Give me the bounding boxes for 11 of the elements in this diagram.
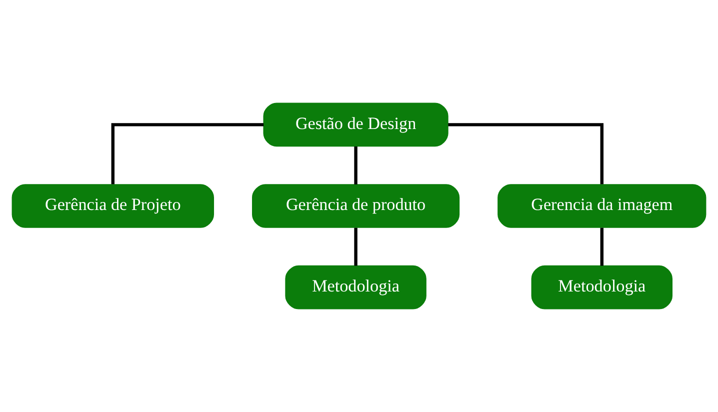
connector xyxy=(600,228,604,266)
node-box: Gestão de Design xyxy=(263,102,448,147)
node-box: Gerência de Projeto xyxy=(12,184,214,228)
connector xyxy=(111,123,264,184)
node-box: Gerencia da imagem xyxy=(498,184,706,228)
connector xyxy=(354,228,358,266)
connector xyxy=(448,123,604,184)
node-box: Metodologia xyxy=(531,265,672,310)
node-box: Gerência de produto xyxy=(252,184,460,228)
node-box: Metodologia xyxy=(285,265,426,310)
connector xyxy=(354,146,358,184)
